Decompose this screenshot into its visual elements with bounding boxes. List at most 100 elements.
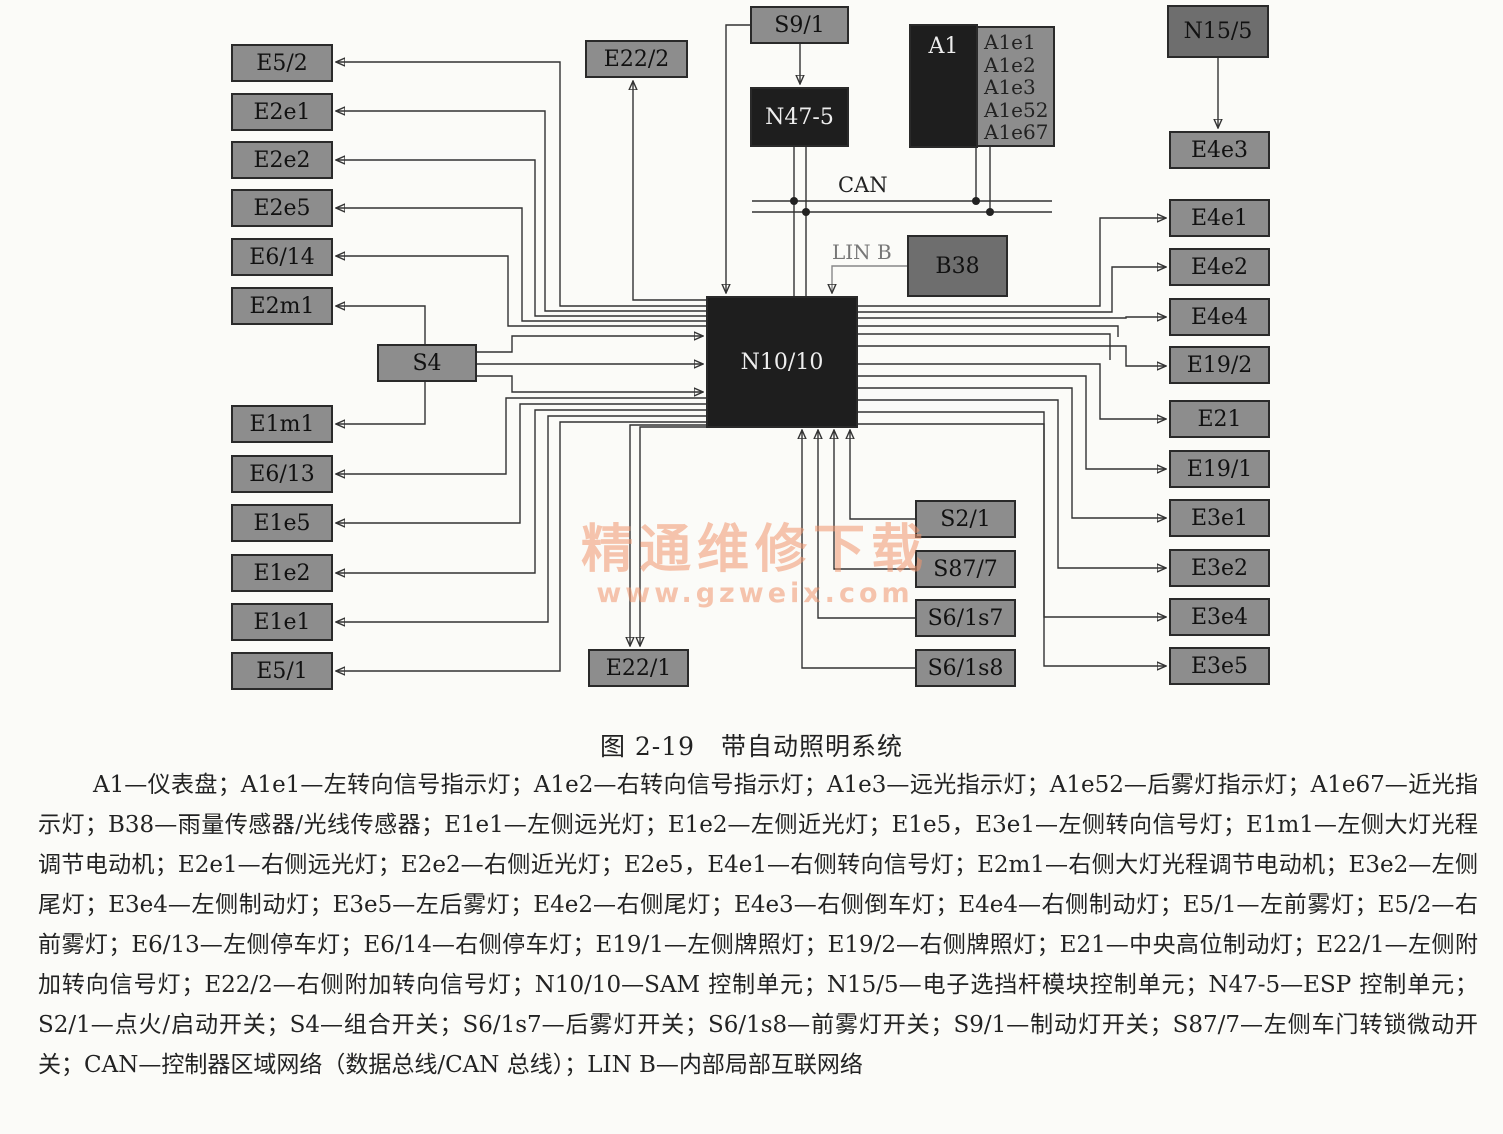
label-s4: S4 bbox=[412, 350, 442, 376]
junction-can-1 bbox=[790, 197, 798, 205]
box-e21: E21 bbox=[1169, 400, 1270, 438]
wiring-lines bbox=[0, 24, 1503, 720]
wire-to-e22-1 bbox=[640, 426, 706, 646]
wire-s6-1s7-to-n10 bbox=[818, 430, 915, 619]
box-e4e2: E4e2 bbox=[1169, 248, 1270, 286]
box-s9-1: S9/1 bbox=[750, 6, 849, 44]
figure-legend: A1—仪表盘；A1e1—左转向信号指示灯；A1e2—右转向信号指示灯；A1e3—… bbox=[38, 772, 1478, 1078]
junction-can-4 bbox=[986, 208, 994, 216]
box-e22-2: E22/2 bbox=[585, 40, 688, 78]
label-a1: A1 bbox=[928, 34, 959, 59]
lin-bus-label: LIN B bbox=[832, 240, 892, 264]
box-e5-1: E5/1 bbox=[231, 652, 333, 690]
wire-s9-1-to-n10 bbox=[726, 24, 750, 293]
box-n47-5: N47-5 bbox=[750, 87, 849, 147]
label-e3e2: E3e2 bbox=[1190, 555, 1249, 581]
label-a1e2: A1e2 bbox=[984, 52, 1036, 77]
box-e2m1: E2m1 bbox=[231, 287, 333, 325]
label-n47-5: N47-5 bbox=[765, 104, 834, 130]
label-e22-2: E22/2 bbox=[603, 46, 670, 72]
label-e1e1: E1e1 bbox=[253, 609, 311, 635]
label-a1e1: A1e1 bbox=[984, 30, 1036, 54]
label-n10-10: N10/10 bbox=[740, 349, 824, 375]
wire-s4-to-n10-c bbox=[477, 375, 703, 392]
label-e2e2: E2e2 bbox=[253, 147, 311, 173]
wire-to-e19-2-b bbox=[858, 333, 1111, 360]
label-s9-1: S9/1 bbox=[774, 12, 825, 38]
label-s6-1s7: S6/1s7 bbox=[927, 605, 1004, 631]
wire-to-e5-1 bbox=[336, 421, 706, 671]
wire-lin-b bbox=[832, 265, 907, 293]
label-e1e2: E1e2 bbox=[253, 560, 311, 586]
wire-to-e4e4-b bbox=[858, 325, 1119, 337]
wire-to-e3e5 bbox=[858, 423, 1166, 666]
wire-to-e4e2 bbox=[858, 267, 1166, 313]
box-e3e2: E3e2 bbox=[1169, 549, 1270, 587]
label-e1m1: E1m1 bbox=[249, 411, 315, 437]
wire-to-e22-2 bbox=[633, 81, 706, 301]
label-e4e4: E4e4 bbox=[1190, 304, 1249, 330]
box-e19-1: E19/1 bbox=[1169, 450, 1270, 488]
box-e22-1: E22/1 bbox=[588, 649, 689, 687]
wire-to-e6-13 bbox=[336, 397, 706, 474]
wire-to-e2e2 bbox=[336, 160, 706, 317]
box-s2-1: S2/1 bbox=[915, 500, 1016, 538]
wire-s4-to-n10-a bbox=[477, 336, 703, 353]
label-e2e5: E2e5 bbox=[253, 195, 311, 221]
a1-indicator-list: A1e1 A1e2 A1e3 A1e52 A1e67 bbox=[976, 26, 1055, 147]
label-s2-1: S2/1 bbox=[940, 506, 991, 532]
wire-s4-to-e2m1 bbox=[336, 306, 426, 344]
label-e2m1: E2m1 bbox=[249, 293, 315, 319]
label-e3e5: E3e5 bbox=[1190, 653, 1249, 679]
box-s6-1s8: S6/1s8 bbox=[915, 649, 1016, 687]
box-e4e3: E4e3 bbox=[1169, 131, 1270, 169]
box-e19-2: E19/2 bbox=[1169, 346, 1270, 384]
label-e22-1: E22/1 bbox=[605, 655, 672, 681]
box-n15-5: N15/5 bbox=[1167, 5, 1269, 58]
label-e2e1: E2e1 bbox=[253, 99, 311, 125]
label-e3e1: E3e1 bbox=[1190, 505, 1249, 531]
label-a1e67: A1e67 bbox=[984, 120, 1049, 144]
box-e2e1: E2e1 bbox=[231, 93, 333, 131]
wire-to-e21 bbox=[858, 363, 1166, 419]
label-e21: E21 bbox=[1197, 406, 1242, 432]
box-s6-1s7: S6/1s7 bbox=[915, 599, 1016, 637]
label-b38: B38 bbox=[935, 253, 980, 279]
wire-to-e5-2 bbox=[336, 62, 706, 307]
box-b38: B38 bbox=[907, 235, 1008, 297]
wire-s4-to-e1m1 bbox=[336, 382, 426, 424]
wire-to-e3e1 bbox=[858, 387, 1166, 518]
label-s87-7: S87/7 bbox=[933, 556, 998, 582]
wire-to-e3e2 bbox=[858, 399, 1166, 568]
wire-to-e1e2 bbox=[336, 409, 706, 573]
label-s6-1s8: S6/1s8 bbox=[927, 655, 1004, 681]
box-s87-7: S87/7 bbox=[915, 550, 1016, 588]
label-e1e5: E1e5 bbox=[253, 510, 311, 536]
box-e5-2: E5/2 bbox=[231, 44, 333, 82]
junction-can-2 bbox=[802, 208, 810, 216]
wire-to-e22-1-b bbox=[630, 424, 706, 646]
label-e6-13: E6/13 bbox=[249, 461, 315, 487]
label-e19-2: E19/2 bbox=[1186, 352, 1253, 378]
wire-to-e19-2 bbox=[858, 345, 1166, 366]
label-a1e3: A1e3 bbox=[984, 75, 1036, 99]
wire-s6-1s8-to-n10 bbox=[802, 430, 915, 669]
box-s4: S4 bbox=[377, 344, 477, 382]
box-e4e4: E4e4 bbox=[1169, 298, 1270, 336]
figure-caption: 图 2-19 带自动照明系统 bbox=[599, 732, 904, 761]
wire-to-e19-1 bbox=[858, 375, 1166, 469]
wire-s87-7-to-n10 bbox=[834, 430, 915, 570]
box-e1m1: E1m1 bbox=[231, 405, 333, 443]
box-e1e5: E1e5 bbox=[231, 504, 333, 542]
box-e6-13: E6/13 bbox=[231, 455, 333, 493]
box-e1e1: E1e1 bbox=[231, 603, 333, 641]
wire-to-e2e5 bbox=[336, 208, 706, 322]
lighting-system-diagram: N10/10 E5/2 E2e1 E2e2 E2e5 E6/14 E2m1 S4… bbox=[0, 5, 1503, 720]
can-bus-label: CAN bbox=[838, 173, 888, 197]
label-e4e2: E4e2 bbox=[1190, 254, 1249, 280]
box-e2e2: E2e2 bbox=[231, 141, 333, 179]
wire-to-e4e1 bbox=[858, 218, 1166, 307]
label-e6-14: E6/14 bbox=[249, 244, 315, 270]
label-e5-1: E5/1 bbox=[256, 658, 308, 684]
wire-to-e2e1 bbox=[336, 111, 706, 312]
